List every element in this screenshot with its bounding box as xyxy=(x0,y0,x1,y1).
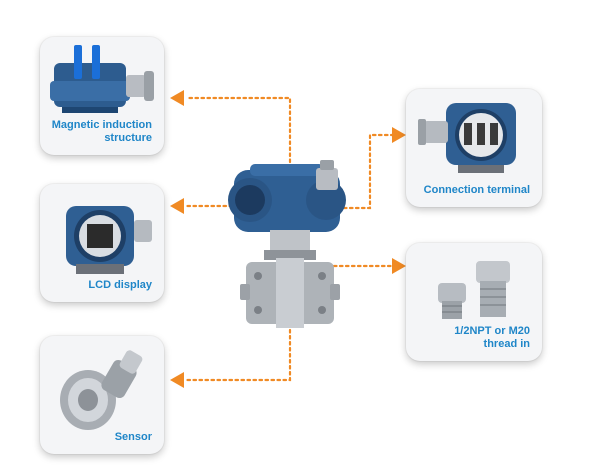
arrow-lcd xyxy=(170,198,184,214)
connector-terminal xyxy=(324,133,394,210)
label-sensor: Sensor xyxy=(114,431,152,443)
connector-sensor xyxy=(184,316,292,382)
arrow-thread xyxy=(392,258,406,274)
arrow-sensor xyxy=(170,372,184,388)
label-lcd-display: LCD display xyxy=(88,279,152,291)
sensor-icon xyxy=(60,350,143,430)
magnetic-induction-icon xyxy=(50,45,154,113)
connector-magnetic xyxy=(184,96,292,170)
arrow-terminal xyxy=(392,127,406,143)
card-sensor: Sensor xyxy=(40,336,164,454)
card-thread-in: 1/2NPT or M20 thread in xyxy=(406,243,542,361)
label-thread-in: 1/2NPT or M20 thread in xyxy=(454,325,530,350)
lcd-display-icon xyxy=(66,206,152,274)
arrow-magnetic xyxy=(170,90,184,106)
thread-fitting-icon xyxy=(438,261,510,319)
card-lcd-display: LCD display xyxy=(40,184,164,302)
connection-terminal-icon xyxy=(418,103,516,173)
label-magnetic-induction: Magnetic induction structure xyxy=(51,119,152,144)
card-connection-terminal: Connection terminal xyxy=(406,89,542,207)
label-connection-terminal: Connection terminal xyxy=(423,184,530,196)
card-magnetic-induction: Magnetic induction structure xyxy=(40,37,164,155)
